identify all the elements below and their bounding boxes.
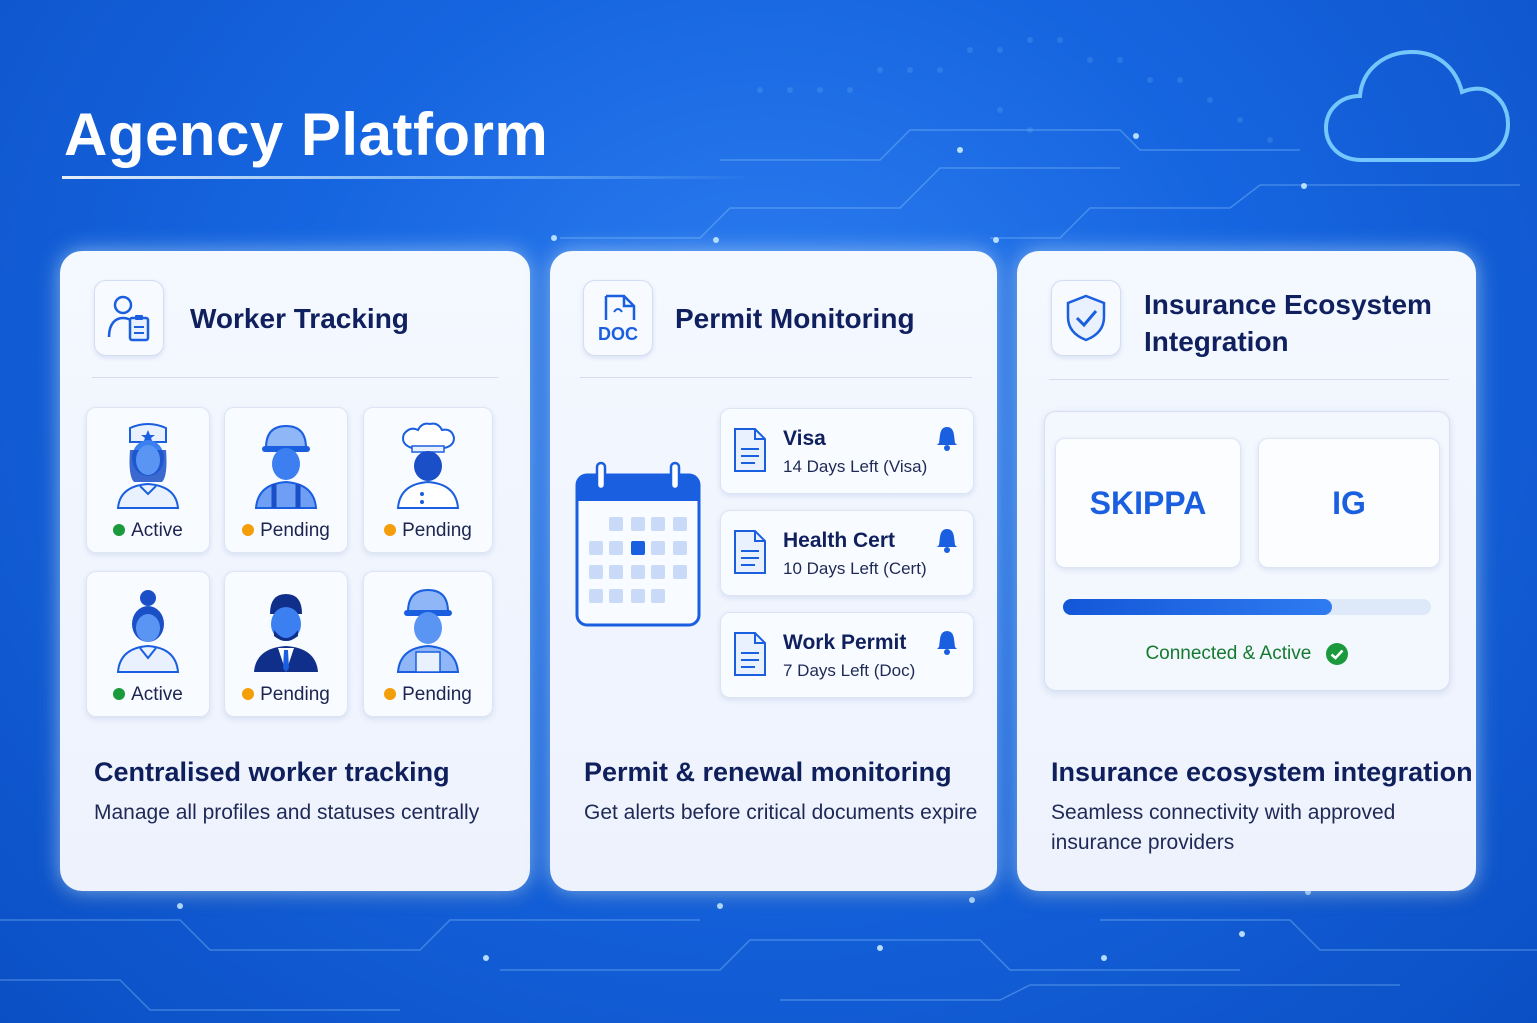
worker-status: Pending: [364, 684, 492, 706]
active-status-dot: [113, 524, 126, 536]
pending-status-dot: [384, 524, 397, 536]
office-worker-avatar-icon: [254, 594, 318, 672]
document-icon: [734, 428, 766, 472]
pending-status-dot: [384, 688, 397, 700]
permit-days-left: 14 Days Left (Visa): [783, 457, 928, 476]
provider-panel: SKIPPA IG Connected & Active: [1044, 411, 1450, 691]
check-circle-icon: [1325, 643, 1348, 665]
card-heading: Permit & renewal monitoring: [584, 757, 952, 787]
bell-icon[interactable]: [935, 629, 959, 655]
insurance-integration-card: Insurance Ecosystem Integration SKIPPA I…: [1017, 251, 1476, 891]
permit-item-health-cert[interactable]: Health Cert 10 Days Left (Cert): [720, 510, 974, 596]
worker-tile-factory[interactable]: Pending: [363, 571, 493, 717]
shield-check-icon: [1051, 280, 1121, 356]
card-description: Seamless connectivity with approved insu…: [1051, 801, 1396, 854]
worker-tile-chef[interactable]: Pending: [363, 407, 493, 553]
page-title: Agency Platform: [64, 101, 549, 168]
card-title: Insurance Ecosystem Integration: [1144, 289, 1432, 357]
permit-name: Health Cert: [783, 529, 896, 552]
card-description: Get alerts before critical documents exp…: [584, 801, 978, 824]
factory-worker-avatar-icon: [396, 588, 460, 673]
permit-name: Work Permit: [783, 631, 907, 654]
worker-status: Pending: [225, 684, 347, 706]
worker-status: Pending: [225, 520, 347, 542]
permit-name: Visa: [783, 427, 826, 450]
document-icon: [734, 530, 766, 574]
worker-tile-office[interactable]: Pending: [224, 571, 348, 717]
worker-status: Pending: [364, 520, 492, 542]
divider: [580, 377, 972, 378]
card-heading: Insurance ecosystem integration: [1051, 757, 1473, 787]
active-status-dot: [113, 688, 126, 700]
pending-status-dot: [242, 688, 255, 700]
card-heading: Centralised worker tracking: [94, 757, 450, 787]
permit-item-work-permit[interactable]: Work Permit 7 Days Left (Doc): [720, 612, 974, 698]
progress-fill: [1063, 599, 1332, 615]
worker-status: Active: [87, 684, 209, 706]
divider: [1049, 379, 1449, 380]
bell-icon[interactable]: [935, 527, 959, 553]
connection-status: Connected & Active: [1045, 642, 1449, 666]
pending-status-dot: [242, 524, 255, 536]
card-title: Worker Tracking: [190, 303, 409, 334]
caregiver-avatar-icon: [116, 590, 180, 673]
bell-icon[interactable]: [935, 425, 959, 451]
card-description: Manage all profiles and statuses central…: [94, 801, 480, 824]
permit-monitoring-card: DOC Permit Monitoring Visa 14 Days Left …: [550, 251, 997, 891]
worker-clipboard-icon: [94, 280, 164, 356]
title-underline: [62, 176, 752, 179]
worker-tile-construction[interactable]: Pending: [224, 407, 348, 553]
worker-tile-caregiver[interactable]: Active: [86, 571, 210, 717]
provider-ig[interactable]: IG: [1258, 438, 1440, 568]
permit-item-visa[interactable]: Visa 14 Days Left (Visa): [720, 408, 974, 494]
provider-skippa[interactable]: SKIPPA: [1055, 438, 1241, 568]
divider: [92, 377, 498, 378]
card-title: Permit Monitoring: [675, 303, 915, 334]
chef-avatar-icon: [396, 422, 460, 509]
permit-days-left: 10 Days Left (Cert): [783, 559, 927, 578]
svg-text:DOC: DOC: [598, 324, 638, 344]
calendar-icon: [575, 461, 701, 627]
worker-status: Active: [87, 520, 209, 542]
worker-tracking-card: Worker Tracking Active Pending: [60, 251, 530, 891]
permit-days-left: 7 Days Left (Doc): [783, 661, 916, 680]
doc-file-icon: DOC: [583, 280, 653, 356]
construction-worker-avatar-icon: [254, 424, 318, 509]
cloud-icon: [1323, 49, 1511, 162]
nurse-avatar-icon: [116, 423, 180, 509]
document-icon: [734, 632, 766, 676]
worker-tile-nurse[interactable]: Active: [86, 407, 210, 553]
connection-progress-bar: [1063, 599, 1431, 615]
